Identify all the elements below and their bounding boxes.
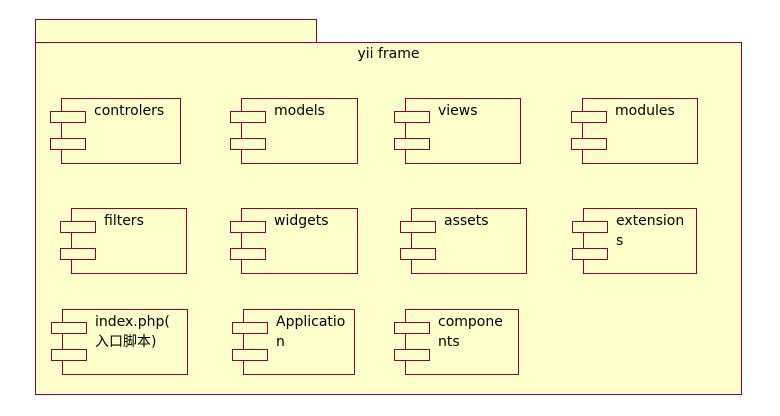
component-port [394, 111, 430, 123]
component-widgets: widgets [230, 208, 358, 274]
component-label: index.php( 入口脚本) [95, 314, 170, 350]
component-port [230, 138, 266, 150]
component-label: Applicatio n [276, 314, 346, 350]
package-tab [35, 19, 317, 43]
component-port [572, 221, 608, 233]
component-port [232, 322, 268, 334]
component-port [230, 248, 266, 260]
component-controlers: controlers [50, 98, 181, 164]
component-index-php: index.php( 入口脚本) [51, 309, 188, 375]
component-port [400, 221, 436, 233]
component-label: views [438, 103, 478, 119]
component-port [571, 111, 607, 123]
component-filters: filters [60, 208, 187, 274]
component-models: models [230, 98, 358, 164]
component-port [50, 138, 86, 150]
component-port [394, 349, 430, 361]
component-label: modules [615, 103, 675, 119]
component-label: controlers [94, 103, 165, 119]
component-assets: assets [400, 208, 527, 274]
component-components: compone nts [394, 309, 519, 375]
component-port [232, 349, 268, 361]
package-title: yii frame [357, 46, 420, 62]
component-label: compone nts [438, 314, 503, 350]
component-port [394, 138, 430, 150]
component-port [51, 349, 87, 361]
component-label: extension s [616, 213, 685, 249]
component-port [60, 248, 96, 260]
component-label: models [274, 103, 325, 119]
component-port [50, 111, 86, 123]
component-port [230, 221, 266, 233]
component-views: views [394, 98, 521, 164]
component-modules: modules [571, 98, 698, 164]
component-port [230, 111, 266, 123]
component-application: Applicatio n [232, 309, 355, 375]
component-extensions: extension s [572, 208, 697, 274]
component-label: filters [104, 213, 144, 229]
component-port [51, 322, 87, 334]
component-port [60, 221, 96, 233]
component-port [400, 248, 436, 260]
component-label: assets [444, 213, 489, 229]
component-label: widgets [274, 213, 329, 229]
component-port [394, 322, 430, 334]
component-port [572, 248, 608, 260]
component-port [571, 138, 607, 150]
